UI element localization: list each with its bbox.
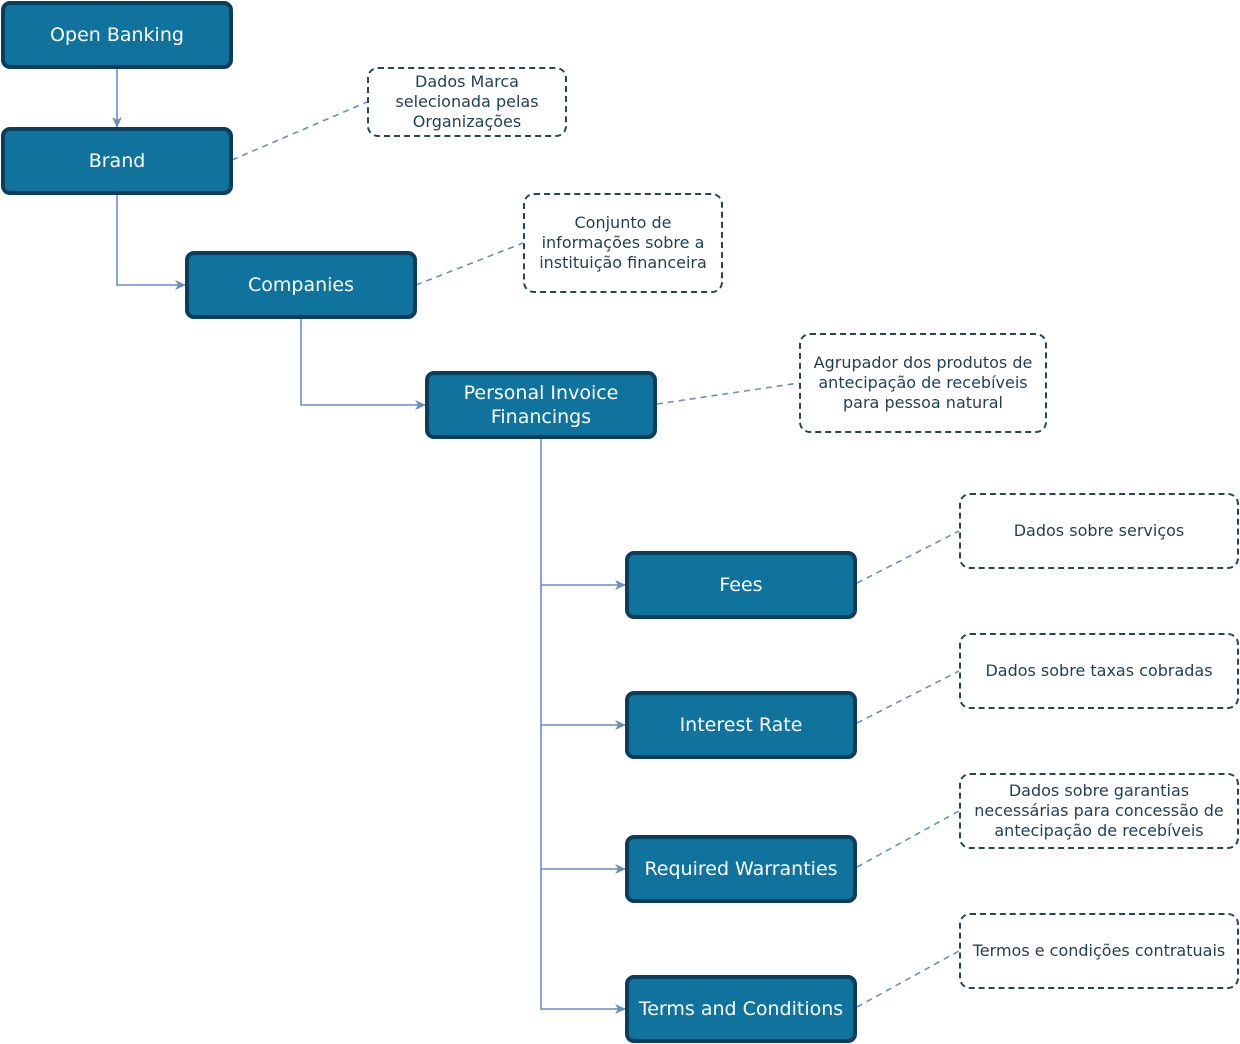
note-link-interest-rate bbox=[856, 670, 960, 724]
note-brand-text: Dados Marca selecionada pelas Organizaçõ… bbox=[395, 72, 539, 131]
node-companies[interactable]: Companies bbox=[185, 251, 417, 319]
note-interest-rate: Dados sobre taxas cobradas bbox=[959, 633, 1239, 709]
note-personal-invoice-financings: Agrupador dos produtos de antecipação de… bbox=[799, 333, 1047, 433]
connector-brand-to-companies bbox=[116, 194, 186, 290]
note-link-brand bbox=[231, 101, 368, 161]
connector-financings-to-fees bbox=[540, 438, 626, 590]
node-terms-and-conditions[interactable]: Terms and Conditions bbox=[625, 975, 857, 1043]
node-required-warranties[interactable]: Required Warranties bbox=[625, 835, 857, 903]
node-companies-label: Companies bbox=[247, 274, 354, 296]
note-link-terms bbox=[856, 950, 960, 1008]
node-fees-label: Fees bbox=[719, 574, 763, 596]
note-required-warranties-text: Dados sobre garantias necessárias para c… bbox=[974, 781, 1224, 840]
node-personal-invoice-financings[interactable]: Personal Invoice Financings bbox=[425, 371, 657, 439]
note-companies: Conjunto de informações sobre a institui… bbox=[523, 193, 723, 293]
note-required-warranties: Dados sobre garantias necessárias para c… bbox=[959, 773, 1239, 849]
note-brand: Dados Marca selecionada pelas Organizaçõ… bbox=[367, 67, 567, 137]
node-interest-rate[interactable]: Interest Rate bbox=[625, 691, 857, 759]
note-terms-and-conditions: Termos e condições contratuais bbox=[959, 913, 1239, 989]
node-terms-and-conditions-label: Terms and Conditions bbox=[638, 998, 844, 1020]
note-personal-invoice-financings-text: Agrupador dos produtos de antecipação de… bbox=[813, 353, 1033, 412]
connector-companies-to-financings bbox=[300, 318, 426, 410]
node-personal-invoice-financings-label: Personal Invoice Financings bbox=[463, 382, 619, 428]
node-fees[interactable]: Fees bbox=[625, 551, 857, 619]
note-link-required-warranties bbox=[856, 810, 960, 868]
note-interest-rate-text: Dados sobre taxas cobradas bbox=[985, 661, 1213, 680]
note-companies-text: Conjunto de informações sobre a institui… bbox=[539, 213, 707, 272]
connector-financings-to-terms bbox=[540, 869, 626, 1014]
note-link-companies bbox=[415, 242, 524, 286]
node-brand[interactable]: Brand bbox=[1, 127, 233, 195]
node-open-banking-label: Open Banking bbox=[50, 24, 184, 46]
note-link-financings bbox=[656, 382, 800, 405]
node-brand-label: Brand bbox=[88, 150, 146, 172]
node-required-warranties-label: Required Warranties bbox=[644, 858, 838, 880]
node-interest-rate-label: Interest Rate bbox=[679, 714, 803, 736]
node-open-banking[interactable]: Open Banking bbox=[1, 1, 233, 69]
note-fees: Dados sobre serviços bbox=[959, 493, 1239, 569]
note-terms-and-conditions-text: Termos e condições contratuais bbox=[972, 941, 1226, 960]
note-fees-text: Dados sobre serviços bbox=[1013, 521, 1185, 540]
connector-financings-to-required-warranties bbox=[540, 725, 626, 874]
connector-financings-to-interest-rate bbox=[540, 585, 626, 730]
note-link-fees bbox=[856, 530, 960, 584]
